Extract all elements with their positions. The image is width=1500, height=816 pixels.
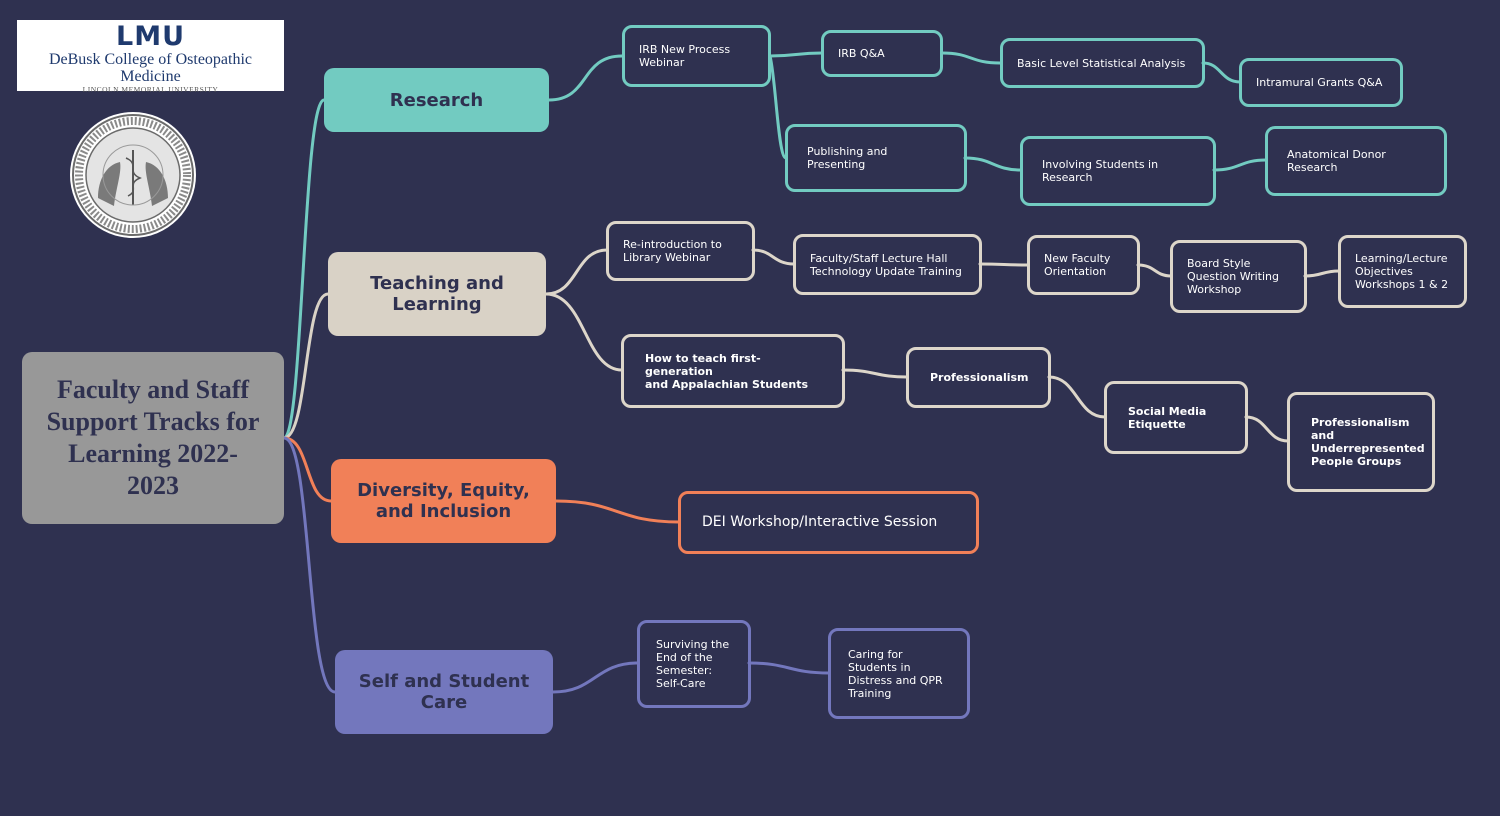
- logo-university-name: LINCOLN MEMORIAL UNIVERSITY: [82, 85, 219, 94]
- link-central-dei: [282, 436, 333, 503]
- link-central-selfcare: [282, 436, 337, 694]
- node-intramural-grants-qa[interactable]: Intramural Grants Q&A: [1239, 58, 1403, 107]
- node-label: Learning/Lecture Objectives Workshops 1 …: [1355, 252, 1449, 291]
- node-involving-students-research[interactable]: Involving Students in Research: [1020, 136, 1216, 206]
- college-logo: LMU DeBusk College of Osteopathic Medici…: [17, 20, 284, 94]
- node-library-webinar[interactable]: Re-introduction to Library Webinar: [606, 221, 755, 281]
- node-label: Basic Level Statistical Analysis: [1017, 56, 1186, 70]
- track-research[interactable]: Research: [324, 68, 549, 132]
- link-research-irb: [547, 54, 624, 102]
- link-dei-workshop: [554, 499, 681, 524]
- link-central-teaching: [282, 292, 330, 440]
- node-label: Professionalism: [930, 371, 1029, 384]
- link-library-lecture: [751, 248, 796, 266]
- link-surviving-caring: [747, 661, 831, 675]
- link-qa-stats: [940, 51, 1002, 65]
- node-irb-new-process-webinar[interactable]: IRB New Process Webinar: [622, 25, 771, 87]
- node-label: IRB New Process Webinar: [639, 43, 731, 69]
- node-label: Publishing and Presenting: [807, 145, 888, 171]
- link-irb-publishing: [768, 54, 788, 160]
- link-board-objectives: [1303, 269, 1341, 278]
- node-label: Board Style Question Writing Workshop: [1187, 257, 1279, 296]
- node-publishing-presenting[interactable]: Publishing and Presenting: [785, 124, 967, 192]
- node-surviving-end-of-semester[interactable]: Surviving the End of the Semester: Self-…: [637, 620, 751, 708]
- link-prof-social: [1047, 375, 1107, 419]
- node-label: New Faculty Orientation: [1044, 252, 1111, 278]
- node-board-style-workshop[interactable]: Board Style Question Writing Workshop: [1170, 240, 1307, 313]
- central-title: Faculty and Staff Support Tracks for Lea…: [46, 375, 260, 500]
- track-dei[interactable]: Diversity, Equity, and Inclusion: [331, 459, 556, 543]
- node-label: Caring for Students in Distress and QPR …: [848, 647, 943, 700]
- track-label: Diversity, Equity, and Inclusion: [357, 480, 530, 522]
- node-label: Involving Students in Research: [1042, 158, 1159, 184]
- node-basic-statistical-analysis[interactable]: Basic Level Statistical Analysis: [1000, 38, 1205, 88]
- node-caring-students-distress[interactable]: Caring for Students in Distress and QPR …: [828, 628, 970, 719]
- link-teaching-firstgen: [544, 292, 624, 372]
- node-label: Anatomical Donor Research: [1287, 148, 1386, 174]
- link-stats-grants: [1201, 61, 1242, 84]
- link-students-donor: [1212, 158, 1268, 172]
- track-self-student-care[interactable]: Self and Student Care: [335, 650, 553, 734]
- link-lecture-orientation: [978, 262, 1030, 267]
- link-self-surviving: [551, 661, 640, 694]
- node-label: IRB Q&A: [838, 47, 885, 60]
- node-label: DEI Workshop/Interactive Session: [702, 514, 938, 530]
- node-first-generation-appalachian[interactable]: How to teach first-generation and Appala…: [621, 334, 845, 408]
- link-irb-qa: [768, 51, 824, 58]
- node-professionalism[interactable]: Professionalism: [906, 347, 1051, 408]
- logo-wordmark: LMU: [116, 21, 185, 52]
- node-irb-qa[interactable]: IRB Q&A: [821, 30, 943, 77]
- node-anatomical-donor-research[interactable]: Anatomical Donor Research: [1265, 126, 1447, 196]
- track-teaching-learning[interactable]: Teaching and Learning: [328, 252, 546, 336]
- track-label: Self and Student Care: [358, 671, 530, 713]
- node-new-faculty-orientation[interactable]: New Faculty Orientation: [1027, 235, 1140, 295]
- node-label: How to teach first-generation and Appala…: [645, 351, 809, 391]
- node-learning-objectives-workshops[interactable]: Learning/Lecture Objectives Workshops 1 …: [1338, 235, 1467, 308]
- node-label: Faculty/Staff Lecture Hall Technology Up…: [810, 251, 962, 278]
- link-publishing-students: [963, 156, 1023, 172]
- node-label: Social Media Etiquette: [1128, 404, 1207, 431]
- node-lecture-hall-training[interactable]: Faculty/Staff Lecture Hall Technology Up…: [793, 234, 982, 295]
- link-orientation-board: [1136, 263, 1173, 278]
- node-label: Professionalism and Underrepresented Peo…: [1311, 416, 1425, 468]
- track-label: Research: [389, 89, 484, 111]
- node-label: Re-introduction to Library Webinar: [623, 238, 722, 264]
- track-label: Teaching and Learning: [370, 273, 504, 315]
- link-central-research: [282, 98, 326, 440]
- node-professionalism-underrepresented[interactable]: Professionalism and Underrepresented Peo…: [1287, 392, 1435, 492]
- college-seal-icon: [68, 110, 198, 240]
- node-label: Intramural Grants Q&A: [1256, 76, 1383, 89]
- node-dei-workshop[interactable]: DEI Workshop/Interactive Session: [678, 491, 979, 554]
- link-teaching-library: [544, 248, 609, 296]
- link-firstgen-prof: [841, 368, 909, 379]
- central-topic[interactable]: Faculty and Staff Support Tracks for Lea…: [22, 352, 284, 524]
- logo-college-name: DeBusk College of Osteopathic Medicine: [48, 51, 253, 85]
- node-label: Surviving the End of the Semester: Self-…: [656, 638, 730, 690]
- node-social-media-etiquette[interactable]: Social Media Etiquette: [1104, 381, 1248, 454]
- link-social-underrep: [1244, 415, 1290, 443]
